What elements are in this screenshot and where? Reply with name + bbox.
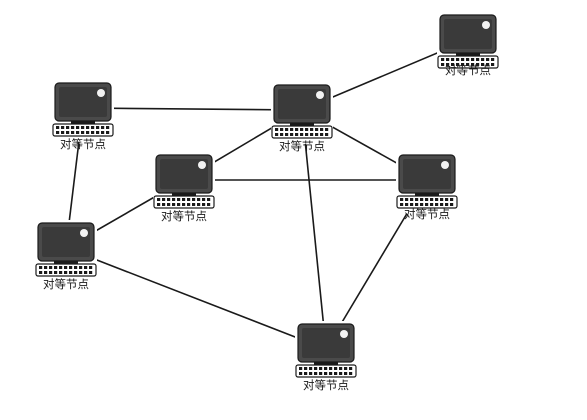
- node-label: 对等节点: [404, 207, 450, 221]
- desktop-computer-icon: [437, 12, 499, 74]
- node-label: 对等节点: [43, 277, 89, 291]
- peer-node-middle-right: 对等节点: [396, 152, 458, 221]
- connection-line: [82, 107, 303, 111]
- connection-line: [301, 109, 327, 350]
- node-label: 对等节点: [161, 209, 207, 223]
- desktop-computer-icon: [396, 152, 458, 214]
- node-label: 对等节点: [60, 137, 106, 151]
- peer-node-upper-center: 对等节点: [271, 82, 333, 153]
- desktop-computer-icon: [271, 82, 333, 144]
- peer-node-lower-left: 对等节点: [35, 220, 97, 291]
- desktop-computer-icon: [35, 220, 97, 282]
- desktop-computer-icon: [295, 321, 357, 383]
- nodes-layer: 对等节点对等节点对等节点对等节点对等节点对等节点对等节点: [35, 12, 499, 392]
- desktop-computer-icon: [153, 152, 215, 214]
- node-label: 对等节点: [279, 139, 325, 153]
- connection-line: [65, 247, 327, 350]
- peer-node-upper-left: 对等节点: [52, 80, 114, 151]
- node-label: 对等节点: [303, 378, 349, 392]
- desktop-computer-icon: [52, 80, 114, 142]
- peer-node-middle-left: 对等节点: [153, 152, 215, 223]
- node-label: 对等节点: [445, 63, 491, 77]
- peer-node-top-right: 对等节点: [437, 12, 499, 77]
- peer-node-bottom-center: 对等节点: [295, 321, 357, 392]
